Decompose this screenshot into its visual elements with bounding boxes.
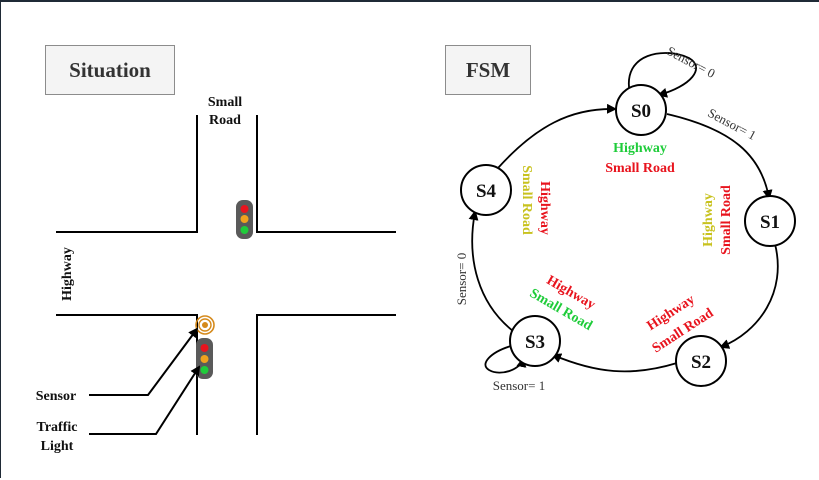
s0-output-small-road: Small Road (605, 161, 675, 176)
state-s0-label: S0 (631, 101, 651, 122)
state-s2-label: S2 (691, 352, 711, 373)
small-road-light-green (240, 226, 249, 234)
transition-s0-s1-label: Sensor= 1 (705, 105, 758, 143)
fsm-transitions (468, 52, 779, 374)
small-road-label-line1: Small (208, 95, 242, 110)
transition-s0-self (627, 52, 697, 98)
road-edge-bottom-left (56, 314, 198, 435)
small-road-light-yellow (240, 215, 249, 223)
state-s3-label: S3 (525, 332, 545, 353)
traffic-light-label-line2: Light (41, 439, 74, 454)
highway-light-green (200, 366, 209, 374)
sensor-callout-arrow (89, 327, 199, 396)
small-road-traffic-light (236, 200, 253, 239)
state-s4-label: S4 (476, 181, 497, 202)
traffic-light-callout-arrow (89, 365, 201, 435)
state-s2[interactable]: S2 (675, 335, 727, 387)
fsm-title: FSM (445, 45, 531, 95)
highway-traffic-light (196, 338, 213, 379)
situation-title: Situation (45, 45, 175, 95)
state-s3[interactable]: S3 (509, 315, 561, 367)
road-edges (56, 115, 396, 435)
s0-output-highway: Highway (613, 141, 667, 156)
highway-light-yellow (200, 355, 209, 363)
s1-output-highway: Highway (701, 193, 716, 247)
transition-s1-s2 (719, 243, 779, 349)
s1-output-small-road: Small Road (719, 185, 734, 255)
small-road-label-line2: Road (209, 113, 241, 128)
highway-light-red (200, 344, 209, 352)
road-edge-top-left (56, 115, 198, 233)
road-edge-bottom-right (256, 314, 396, 435)
transition-s4-s0-label: Sensor= 0 (454, 253, 469, 305)
transition-s3-s4 (468, 210, 514, 332)
transition-s0-self-label: Sensor= 0 (664, 43, 717, 81)
fsm-states: S0 S1 S2 S3 S4 (460, 84, 796, 387)
state-s0[interactable]: S0 (615, 84, 667, 136)
road-edge-top-right (256, 115, 396, 233)
sensor-icon (195, 315, 215, 335)
s4-output-highway: Highway (537, 181, 552, 235)
s4-output-small-road: Small Road (519, 165, 534, 235)
traffic-light-label-line1: Traffic (37, 420, 78, 435)
transition-s0-s1 (666, 113, 773, 200)
state-s1-label: S1 (760, 212, 780, 233)
state-s4[interactable]: S4 (460, 164, 512, 216)
transition-s3-self (484, 345, 527, 374)
transition-s2-s3 (551, 353, 678, 373)
transition-s4-s0 (497, 103, 617, 169)
sensor-label: Sensor (36, 389, 76, 404)
transition-s3-self-label: Sensor= 1 (493, 378, 545, 393)
state-s1[interactable]: S1 (744, 195, 796, 247)
highway-label: Highway (60, 247, 75, 301)
small-road-light-red (240, 205, 249, 213)
